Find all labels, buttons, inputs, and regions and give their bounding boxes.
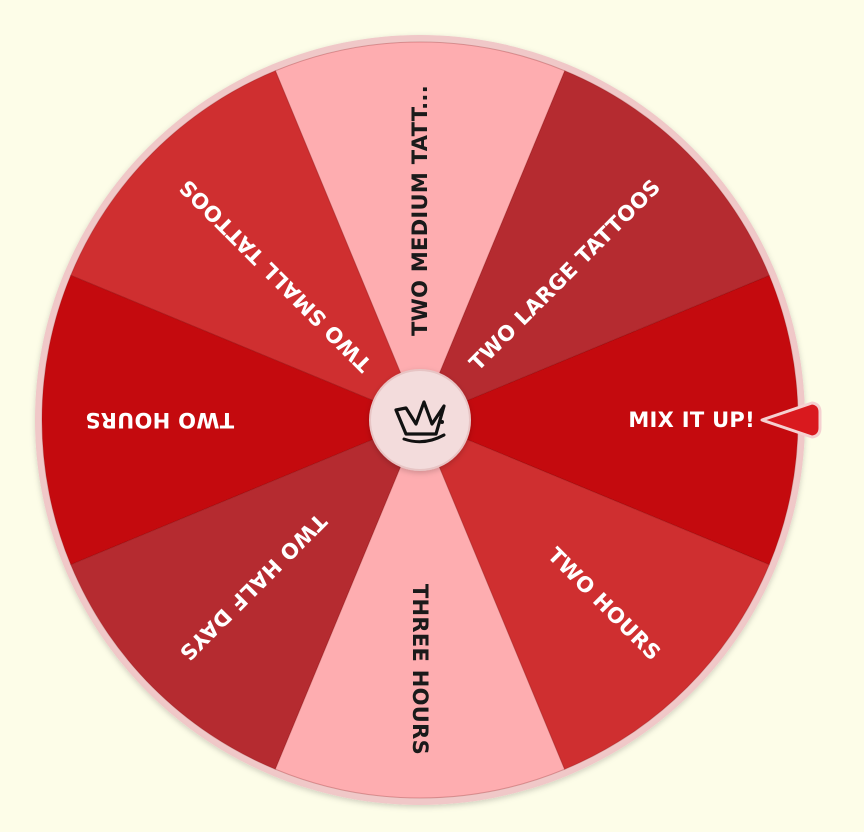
wheel-segment: [41, 274, 422, 566]
wheel-segment: [419, 70, 770, 421]
wheel-segment: [274, 418, 566, 799]
wheel-segment-label: THREE HOURS: [408, 584, 432, 755]
crown-logo-icon: [394, 400, 446, 444]
wheel-pointer: [760, 401, 822, 439]
wheel-segment-label: TWO MEDIUM TATT...: [408, 85, 432, 336]
wheel-segment: [274, 41, 566, 422]
wheel-segment-label: MIX IT UP!: [628, 408, 755, 432]
wheel-segment-label: TWO HOURS: [85, 408, 234, 432]
wheel-segment: [70, 419, 421, 770]
wheel-segment: [70, 70, 421, 421]
wheel-hub[interactable]: [369, 369, 471, 471]
wheel-segments: [41, 41, 799, 799]
wheel-segment: [419, 419, 770, 770]
